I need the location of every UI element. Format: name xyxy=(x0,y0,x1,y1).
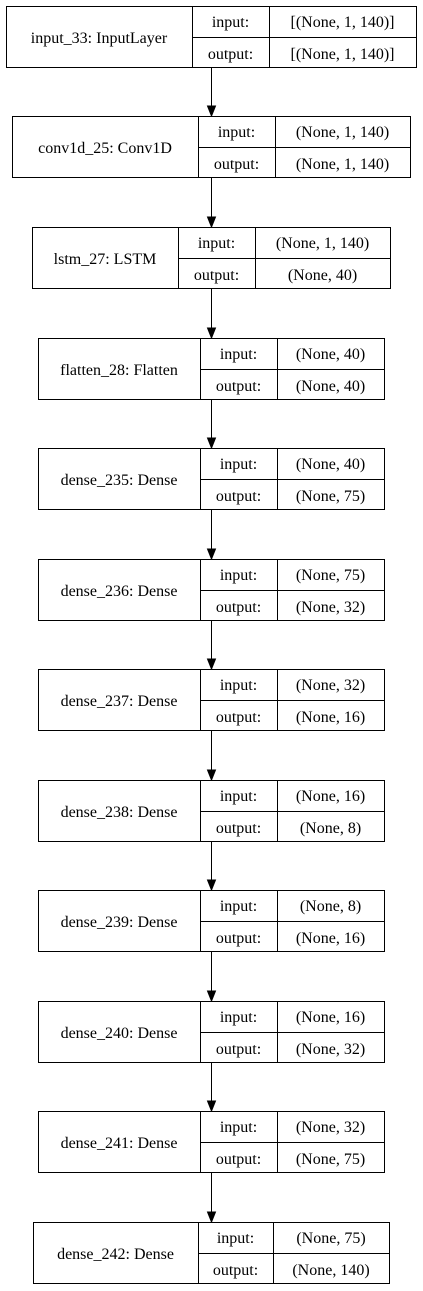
output-label: output: xyxy=(216,1041,261,1058)
input-shape: (None, 75) xyxy=(296,567,365,584)
arrowhead xyxy=(206,437,217,450)
arrowhead xyxy=(206,105,217,118)
arrowhead xyxy=(206,990,217,1003)
input-shape: (None, 8) xyxy=(300,898,361,915)
layer-name: dense_238: Dense xyxy=(61,804,178,821)
layer-name: dense_241: Dense xyxy=(61,1135,178,1152)
input-label: input: xyxy=(220,677,257,694)
connection-arrow xyxy=(206,1173,217,1224)
connection-arrow xyxy=(206,952,217,1003)
layer-node: dense_238: Dense input: output: (None, 16) (… xyxy=(38,780,385,842)
input-shape: (None, 1, 140) xyxy=(296,124,389,141)
input-shape: (None, 40) xyxy=(296,346,365,363)
output-shape: (None, 40) xyxy=(288,267,357,284)
output-shape: (None, 32) xyxy=(296,599,365,616)
layer-name: input_33: InputLayer xyxy=(31,30,168,47)
output-shape: (None, 75) xyxy=(296,1151,365,1168)
layer-node: dense_235: Dense input: output: (None, 40) (… xyxy=(38,448,385,510)
input-label: input: xyxy=(220,567,257,584)
layer-node: flatten_28: Flatten input: output: (None, 4… xyxy=(38,338,385,400)
output-shape: [(None, 1, 140)] xyxy=(291,46,395,63)
input-shape: (None, 75) xyxy=(296,1230,365,1247)
input-label: input: xyxy=(220,456,257,473)
layer-name: dense_239: Dense xyxy=(61,914,178,931)
layer-name: dense_240: Dense xyxy=(61,1025,178,1042)
connection-arrow xyxy=(206,842,217,892)
input-label: input: xyxy=(212,14,249,31)
connection-arrow xyxy=(206,68,217,118)
output-label: output: xyxy=(208,46,253,63)
connection-arrow xyxy=(206,289,217,340)
layer-node: dense_240: Dense input: output: (None, 16) (… xyxy=(38,1001,385,1063)
input-shape: (None, 40) xyxy=(296,456,365,473)
input-label: input: xyxy=(198,235,235,252)
arrowhead xyxy=(206,769,217,782)
layer-node: dense_236: Dense input: output: (None, 75) (… xyxy=(38,559,385,621)
arrowhead xyxy=(206,1100,217,1113)
layer-name: dense_235: Dense xyxy=(61,472,178,489)
layer-name: dense_236: Dense xyxy=(61,583,178,600)
arrowhead xyxy=(206,658,217,671)
input-label: input: xyxy=(220,1009,257,1026)
layer-name: conv1d_25: Conv1D xyxy=(38,140,172,157)
input-label: input: xyxy=(217,1230,254,1247)
input-shape: (None, 16) xyxy=(296,788,365,805)
input-label: input: xyxy=(218,124,255,141)
output-label: output: xyxy=(216,599,261,616)
output-shape: (None, 140) xyxy=(292,1262,369,1279)
layer-name: dense_237: Dense xyxy=(61,693,178,710)
layer-node: dense_241: Dense input: output: (None, 32) (… xyxy=(38,1111,385,1173)
layer-node: dense_239: Dense input: output: (None, 8) (N… xyxy=(38,890,385,952)
connection-arrow xyxy=(206,621,217,671)
arrowhead xyxy=(206,879,217,892)
input-label: input: xyxy=(220,898,257,915)
output-label: output: xyxy=(216,930,261,947)
layer-node: conv1d_25: Conv1D input: output: (None, 1, … xyxy=(12,116,411,178)
output-label: output: xyxy=(216,820,261,837)
output-shape: (None, 32) xyxy=(296,1041,365,1058)
layer-node: lstm_27: LSTM input: output: (None, 1, 140)… xyxy=(32,227,391,289)
output-label: output: xyxy=(216,1151,261,1168)
layer-name: flatten_28: Flatten xyxy=(60,362,178,379)
input-label: input: xyxy=(220,346,257,363)
connection-arrow xyxy=(206,731,217,782)
input-shape: [(None, 1, 140)] xyxy=(291,14,395,31)
output-label: output: xyxy=(213,1262,258,1279)
output-label: output: xyxy=(216,488,261,505)
output-shape: (None, 16) xyxy=(296,930,365,947)
input-shape: (None, 16) xyxy=(296,1009,365,1026)
connection-arrow xyxy=(206,1063,217,1113)
output-label: output: xyxy=(194,267,239,284)
arrowhead xyxy=(206,327,217,340)
output-shape: (None, 1, 140) xyxy=(296,156,389,173)
layer-node: input_33: InputLayer input: output: [(None,… xyxy=(6,6,417,68)
input-shape: (None, 32) xyxy=(296,1119,365,1136)
layer-name: lstm_27: LSTM xyxy=(54,251,157,268)
input-shape: (None, 32) xyxy=(296,677,365,694)
arrowhead xyxy=(206,1211,217,1224)
output-label: output: xyxy=(216,709,261,726)
output-shape: (None, 40) xyxy=(296,378,365,395)
input-label: input: xyxy=(220,1119,257,1136)
input-label: input: xyxy=(220,788,257,805)
output-label: output: xyxy=(214,156,259,173)
output-shape: (None, 75) xyxy=(296,488,365,505)
arrowhead xyxy=(206,216,217,229)
layer-name: dense_242: Dense xyxy=(57,1246,174,1263)
connection-arrow xyxy=(206,510,217,561)
input-shape: (None, 1, 140) xyxy=(276,235,369,252)
layer-node: dense_237: Dense input: output: (None, 32) (… xyxy=(38,669,385,731)
output-shape: (None, 8) xyxy=(300,820,361,837)
connection-arrow xyxy=(206,400,217,450)
layer-node: dense_242: Dense input: output: (None, 75) (… xyxy=(33,1222,390,1284)
output-shape: (None, 16) xyxy=(296,709,365,726)
output-label: output: xyxy=(216,378,261,395)
arrowhead xyxy=(206,548,217,561)
connection-arrow xyxy=(206,178,217,229)
